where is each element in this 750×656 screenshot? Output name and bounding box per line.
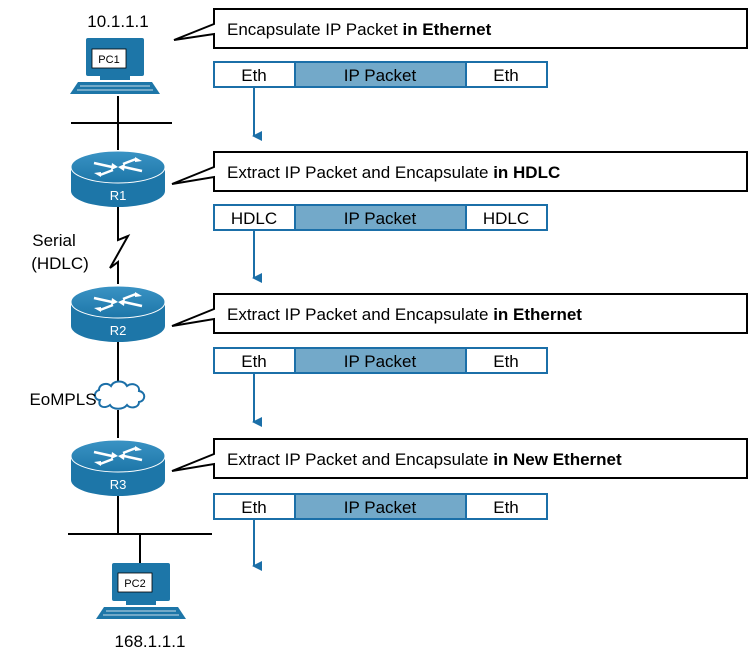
frame-payload-label: IP Packet: [344, 209, 417, 228]
router-r1-label: R1: [110, 188, 127, 203]
frame-trailer-cell: [465, 347, 548, 374]
frame-header-cell: [213, 493, 296, 520]
callout-step-3: Extract IP Packet and Encapsulate in Eth…: [171, 293, 748, 334]
pc2-computer-icon[interactable]: PC2: [96, 563, 186, 619]
router-r2-label: R2: [110, 323, 127, 338]
pc1-ip-address: 10.1.1.1: [87, 12, 148, 31]
frame-step-4: Eth IP Packet Eth: [213, 493, 548, 520]
pc2-ip-address: 168.1.1.1: [115, 632, 186, 651]
frame-trailer-label: Eth: [493, 498, 519, 517]
pc1-label: PC1: [98, 54, 119, 66]
frame-payload-label: IP Packet: [344, 66, 417, 85]
callout-step-4-text: Extract IP Packet and Encapsulate in New…: [227, 450, 622, 469]
frame-header-label: Eth: [241, 352, 267, 371]
frame-step-1: Eth IP Packet Eth: [213, 61, 548, 88]
frame-trailer-cell: [465, 493, 548, 520]
callout-step-2: Extract IP Packet and Encapsulate in HDL…: [171, 151, 748, 192]
pc1-computer-icon[interactable]: PC1: [70, 38, 160, 94]
frame-header-label: HDLC: [231, 209, 277, 228]
serial-label: Serial: [32, 231, 75, 250]
callout-step-1-text: Encapsulate IP Packet in Ethernet: [227, 20, 492, 39]
frame-trailer-cell: [465, 61, 548, 88]
mpls-cloud-icon: [94, 380, 146, 410]
callout-step-2-text: Extract IP Packet and Encapsulate in HDL…: [227, 163, 560, 182]
frame-payload-label: IP Packet: [344, 498, 417, 517]
router-r1-icon[interactable]: R1: [70, 150, 166, 207]
frame-step-3: Eth IP Packet Eth: [213, 347, 548, 374]
pc2-label: PC2: [124, 578, 145, 590]
eompls-label: EoMPLS: [29, 390, 96, 409]
frame-trailer-label: Eth: [493, 66, 519, 85]
frame-header-label: Eth: [241, 498, 267, 517]
frame-trailer-label: HDLC: [483, 209, 529, 228]
frame-trailer-label: Eth: [493, 352, 519, 371]
frame-header-label: Eth: [241, 66, 267, 85]
frame-payload-cell: [294, 61, 467, 88]
callout-step-4: Extract IP Packet and Encapsulate in New…: [171, 438, 748, 479]
frame-step-2: HDLC IP Packet HDLC: [213, 204, 548, 231]
callout-step-1: Encapsulate IP Packet in Ethernet: [173, 8, 748, 49]
frame-trailer-cell: [465, 204, 548, 231]
router-r2-icon[interactable]: R2: [70, 285, 166, 342]
frame-payload-cell: [294, 347, 467, 374]
callout-step-3-text: Extract IP Packet and Encapsulate in Eth…: [227, 305, 582, 324]
hdlc-label: (HDLC): [31, 254, 89, 273]
router-r3-label: R3: [110, 477, 127, 492]
router-r3-icon[interactable]: R3: [70, 439, 166, 496]
frame-payload-label: IP Packet: [344, 352, 417, 371]
serial-link: [109, 207, 131, 284]
